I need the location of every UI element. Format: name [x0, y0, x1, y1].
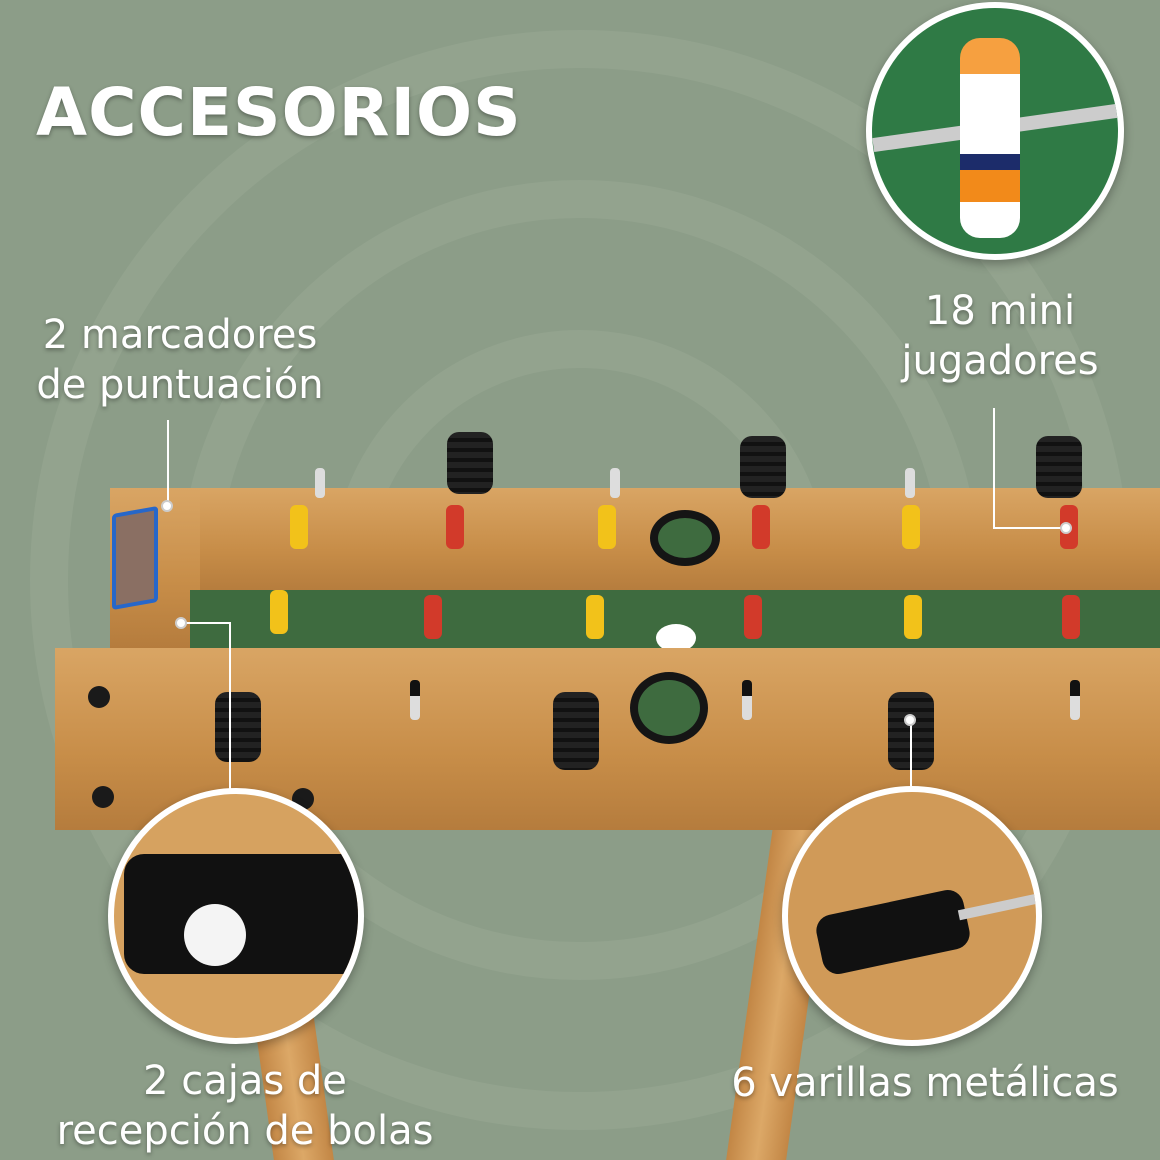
player-red [446, 505, 464, 549]
player-yellow [598, 505, 616, 549]
label-rods: 6 varillas metálicas [731, 1060, 1119, 1106]
rod-end [315, 468, 325, 498]
pointer-line [229, 622, 231, 790]
page-title: ACCESORIOS [36, 74, 522, 151]
label-line: recepción de bolas [56, 1108, 434, 1154]
pointer-line [167, 420, 169, 506]
player-yellow [586, 595, 604, 639]
closeup-player [960, 38, 1020, 238]
rod-handle[interactable] [1036, 436, 1082, 498]
label-line: 18 mini [924, 288, 1076, 334]
label-line: 2 cajas de [143, 1058, 347, 1104]
player-yellow [270, 590, 288, 634]
ball-box-inset [108, 788, 364, 1044]
label-scoreboards: 2 marcadores de puntuación [20, 310, 340, 410]
ball-box [124, 854, 358, 974]
rod-handle[interactable] [553, 692, 599, 770]
bolt [88, 686, 110, 708]
closeup-rod [957, 893, 1036, 921]
label-players: 18 mini jugadores [880, 286, 1120, 386]
closeup-rod-handle [813, 887, 973, 977]
label-line: de puntuación [36, 362, 324, 408]
scoreboard[interactable] [112, 505, 158, 611]
goal-hole [630, 672, 708, 744]
rod-end [742, 680, 752, 720]
pointer-dot [175, 617, 187, 629]
player-yellow [902, 505, 920, 549]
rod-end [610, 468, 620, 498]
label-line: 2 marcadores [42, 312, 318, 358]
player-yellow [904, 595, 922, 639]
pointer-dot [1060, 522, 1072, 534]
player-red [744, 595, 762, 639]
pointer-line [180, 622, 230, 624]
rod-end [410, 680, 420, 720]
rod-handle[interactable] [740, 436, 786, 498]
player-closeup-inset [866, 2, 1124, 260]
rod-end [1070, 680, 1080, 720]
goal-hole [650, 510, 720, 566]
pointer-line [993, 527, 1063, 529]
rod-handle[interactable] [447, 432, 493, 494]
pointer-dot [904, 714, 916, 726]
player-red [1062, 595, 1080, 639]
player-yellow [290, 505, 308, 549]
pointer-line [910, 720, 912, 786]
label-line: jugadores [901, 338, 1099, 384]
rod-end [905, 468, 915, 498]
pointer-line [993, 408, 995, 528]
pointer-dot [161, 500, 173, 512]
rod-handle[interactable] [215, 692, 261, 762]
player-red [752, 505, 770, 549]
closeup-ball [184, 904, 246, 966]
rod-inset [782, 786, 1042, 1046]
ball [656, 624, 696, 652]
bolt [92, 786, 114, 808]
player-red [424, 595, 442, 639]
label-ball-boxes: 2 cajas de recepción de bolas [30, 1056, 460, 1156]
